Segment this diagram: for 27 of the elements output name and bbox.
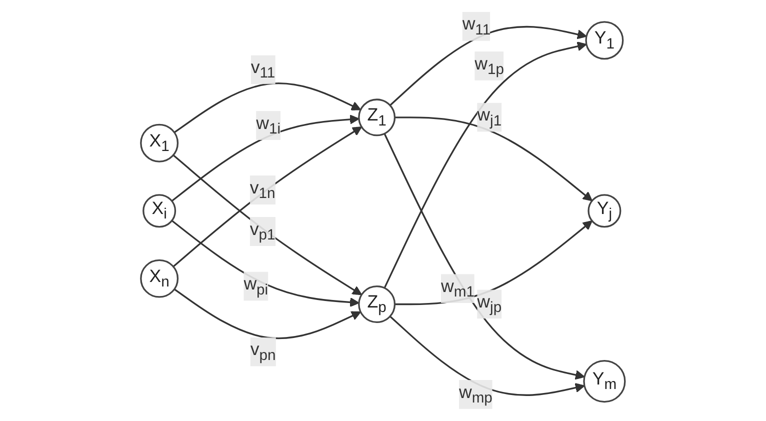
arrow [390,316,586,396]
edge-label: w$_{j1}$ [477,102,502,132]
neuron-circle: X$_{i}$ [142,194,176,228]
arrow [171,114,360,202]
neuron-circle: Z$_{1}$ [358,98,396,136]
edge-label: w$_{m1}$ [441,274,475,304]
neuron-circle: Y$_{1}$ [585,21,624,60]
edge-label: v$_{p1}$ [250,217,276,246]
edge-label: w$_{pi}$ [244,272,268,301]
arrow [384,42,588,288]
neuron-circle: X$_{n}$ [140,259,179,298]
edge-label: w$_{jp}$ [477,290,502,319]
edge-label: v$_{1n}$ [250,176,276,205]
edge-label: w$_{11}$ [462,12,491,42]
edge-label: v$_{pn}$ [250,337,276,366]
edge-label: v$_{11}$ [250,55,276,84]
edge-label: w$_{1i}$ [256,111,281,140]
edge-label: w$_{mp}$ [459,380,493,410]
edge-label: w$_{1p}$ [474,52,504,81]
arrow [394,116,593,202]
arrow [390,26,588,106]
arrow [174,288,362,340]
arrow [174,82,362,134]
neuron-circle: Y$_{j}$ [588,194,622,228]
neuron-circle: Y$_{m}$ [583,360,626,403]
neuron-circle: Z$_{p}$ [358,286,396,323]
neuron-circle: X$_{1}$ [140,124,179,162]
